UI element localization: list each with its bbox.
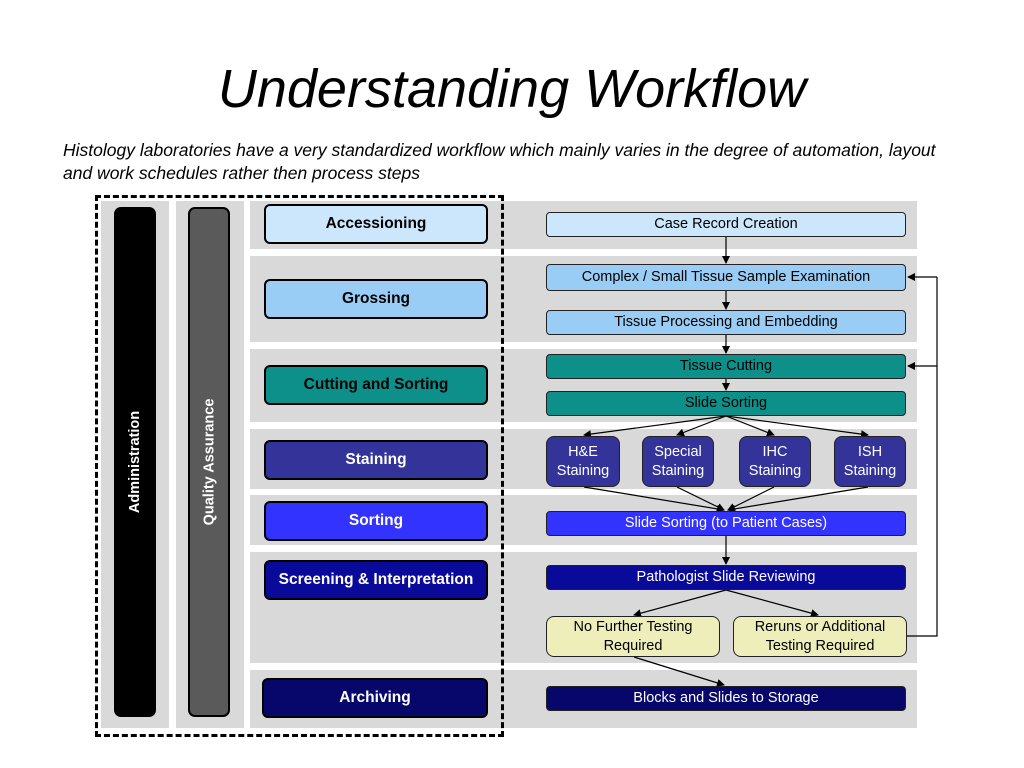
page-subtitle: Histology laboratories have a very stand… [63, 140, 936, 183]
step-no-further: No Further Testing Required [546, 616, 720, 657]
step-cutting: Tissue Cutting [546, 354, 906, 379]
step-special-staining: Special Staining [642, 436, 714, 487]
step-slide-sorting: Slide Sorting [546, 391, 906, 416]
arrow-ihc-to-patient [727, 486, 775, 511]
step-reviewing: Pathologist Slide Reviewing [546, 565, 906, 590]
arrow-reviewing-to-reruns [725, 589, 819, 618]
arrow-no-further-to-storage [633, 656, 725, 687]
step-reruns: Reruns or Additional Testing Required [733, 616, 907, 657]
stage-archiving: Archiving [262, 678, 488, 718]
arrow-reviewing-to-no-further [633, 589, 727, 618]
step-he-staining: H&E Staining [546, 436, 620, 487]
step-processing: Tissue Processing and Embedding [546, 310, 906, 335]
stage-screening: Screening & Interpretation [264, 560, 488, 600]
arrow-sorting-to-he [583, 415, 727, 439]
step-storage: Blocks and Slides to Storage [546, 686, 906, 711]
dashed-group-outline [95, 195, 504, 737]
arrow-sorting-to-ihc [725, 415, 775, 437]
arrow-special-to-patient [676, 486, 725, 511]
stage-sorting: Sorting [264, 501, 488, 541]
stage-cutting-sorting: Cutting and Sorting [264, 365, 488, 405]
stage-accessioning: Accessioning [264, 204, 488, 244]
quality-assurance-bar: Quality Assurance [188, 207, 230, 717]
step-complex-exam: Complex / Small Tissue Sample Examinatio… [546, 264, 906, 291]
arrow-ish-to-patient [727, 486, 869, 513]
administration-bar: Administration [114, 207, 156, 717]
step-ihc-staining: IHC Staining [739, 436, 811, 487]
arrow-sorting-to-special [676, 415, 727, 437]
arrow-he-to-patient [583, 486, 725, 513]
step-case-record: Case Record Creation [546, 212, 906, 237]
step-patient-sorting: Slide Sorting (to Patient Cases) [546, 511, 906, 536]
loop-reruns-feedback [907, 277, 938, 637]
arrow-sorting-to-ish [725, 415, 869, 439]
stage-grossing: Grossing [264, 279, 488, 319]
step-ish-staining: ISH Staining [834, 436, 906, 487]
stage-staining: Staining [264, 440, 488, 480]
page-title: Understanding Workflow [217, 59, 807, 119]
